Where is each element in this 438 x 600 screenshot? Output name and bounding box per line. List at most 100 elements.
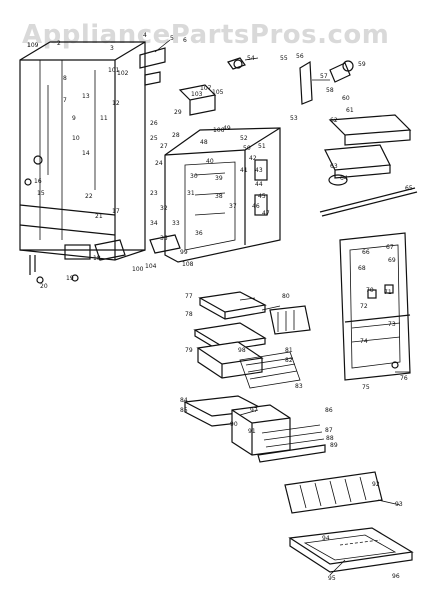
callout-98: 98 [238, 347, 246, 354]
callout-32: 32 [160, 205, 168, 212]
callout-7: 7 [63, 97, 67, 104]
callout-76: 76 [400, 375, 408, 382]
callout-21: 21 [95, 213, 103, 220]
callout-34: 34 [150, 220, 158, 227]
callout-73: 73 [388, 321, 396, 328]
callout-105: 105 [212, 89, 224, 96]
door-frame [339, 232, 411, 381]
callout-38: 38 [215, 193, 223, 200]
callout-92: 92 [372, 481, 380, 488]
callout-90: 90 [230, 421, 238, 428]
callout-16: 16 [34, 178, 42, 185]
meat-drawer [182, 395, 326, 463]
callout-95: 95 [328, 575, 336, 582]
cabinet-shell [19, 41, 146, 284]
callout-49: 49 [223, 125, 231, 132]
callout-77: 77 [185, 293, 193, 300]
callout-36: 36 [195, 230, 203, 237]
ice-tray-assembly [319, 114, 418, 217]
callout-10: 10 [72, 135, 80, 142]
callout-5: 5 [170, 35, 174, 42]
leader-lines [154, 39, 410, 576]
callout-3: 3 [110, 45, 114, 52]
toe-grille [284, 471, 383, 514]
callout-33: 33 [172, 220, 180, 227]
callout-69: 69 [388, 257, 396, 264]
callout-23: 23 [150, 190, 158, 197]
callout-35: 35 [160, 235, 168, 242]
callout-101: 101 [108, 67, 120, 74]
callout-68: 68 [358, 265, 366, 272]
callout-88: 88 [326, 435, 334, 442]
callout-64: 64 [340, 175, 348, 182]
callout-20: 20 [40, 283, 48, 290]
callout-106: 106 [213, 127, 225, 134]
crisper-drawer [196, 341, 301, 389]
callout-37: 37 [229, 203, 237, 210]
callout-107: 107 [200, 85, 212, 92]
callout-94: 94 [322, 535, 330, 542]
callout-56: 56 [296, 53, 304, 60]
callout-72: 72 [360, 303, 368, 310]
callout-109: 109 [27, 42, 39, 49]
freezer-shelf [198, 291, 267, 320]
drain-pan [288, 527, 414, 573]
callout-15: 15 [37, 190, 45, 197]
callout-86: 86 [325, 407, 333, 414]
watermark-text: AppliancePartsPros.com [22, 20, 390, 50]
callout-4: 4 [143, 32, 147, 39]
callout-52: 52 [240, 135, 248, 142]
storage-bin [269, 305, 311, 335]
callout-66: 66 [362, 249, 370, 256]
callout-59: 59 [358, 61, 366, 68]
callout-31: 31 [187, 190, 195, 197]
callout-24: 24 [155, 160, 163, 167]
callout-82: 82 [285, 357, 293, 364]
callout-13: 13 [82, 93, 90, 100]
callout-44: 44 [255, 181, 263, 188]
callout-74: 74 [360, 338, 368, 345]
callout-85: 85 [180, 407, 188, 414]
callout-78: 78 [185, 311, 193, 318]
callout-75: 75 [362, 384, 370, 391]
callout-93: 93 [395, 501, 403, 508]
callout-28: 28 [172, 132, 180, 139]
callout-53: 53 [290, 115, 298, 122]
callout-99: 99 [180, 249, 188, 256]
callout-17: 17 [112, 208, 120, 215]
callout-87: 87 [325, 427, 333, 434]
callout-1: 1 [27, 42, 31, 49]
callout-79: 79 [185, 347, 193, 354]
callout-41: 41 [240, 167, 248, 174]
callout-11: 11 [100, 115, 108, 122]
callout-19: 19 [66, 275, 74, 282]
callout-47: 47 [262, 210, 270, 217]
callout-51: 51 [258, 143, 266, 150]
callout-67: 67 [386, 244, 394, 251]
callout-8: 8 [63, 75, 67, 82]
callout-83: 83 [295, 383, 303, 390]
callout-29: 29 [174, 109, 182, 116]
callout-89: 89 [330, 442, 338, 449]
callout-46: 46 [252, 203, 260, 210]
callout-6: 6 [183, 37, 187, 44]
callout-91: 91 [248, 428, 256, 435]
callout-62: 62 [330, 117, 338, 124]
callout-70: 70 [366, 287, 374, 294]
callout-104: 104 [145, 263, 157, 270]
callout-63: 63 [330, 163, 338, 170]
callout-65: 65 [405, 185, 413, 192]
callout-27: 27 [160, 143, 168, 150]
callout-2: 2 [57, 40, 61, 47]
callout-71: 71 [384, 289, 392, 296]
callout-54: 54 [247, 55, 255, 62]
callout-58: 58 [326, 87, 334, 94]
callout-97: 97 [250, 407, 258, 414]
callout-39: 39 [215, 175, 223, 182]
callout-45: 45 [258, 193, 266, 200]
callout-108: 108 [182, 261, 194, 268]
callout-25: 25 [150, 135, 158, 142]
